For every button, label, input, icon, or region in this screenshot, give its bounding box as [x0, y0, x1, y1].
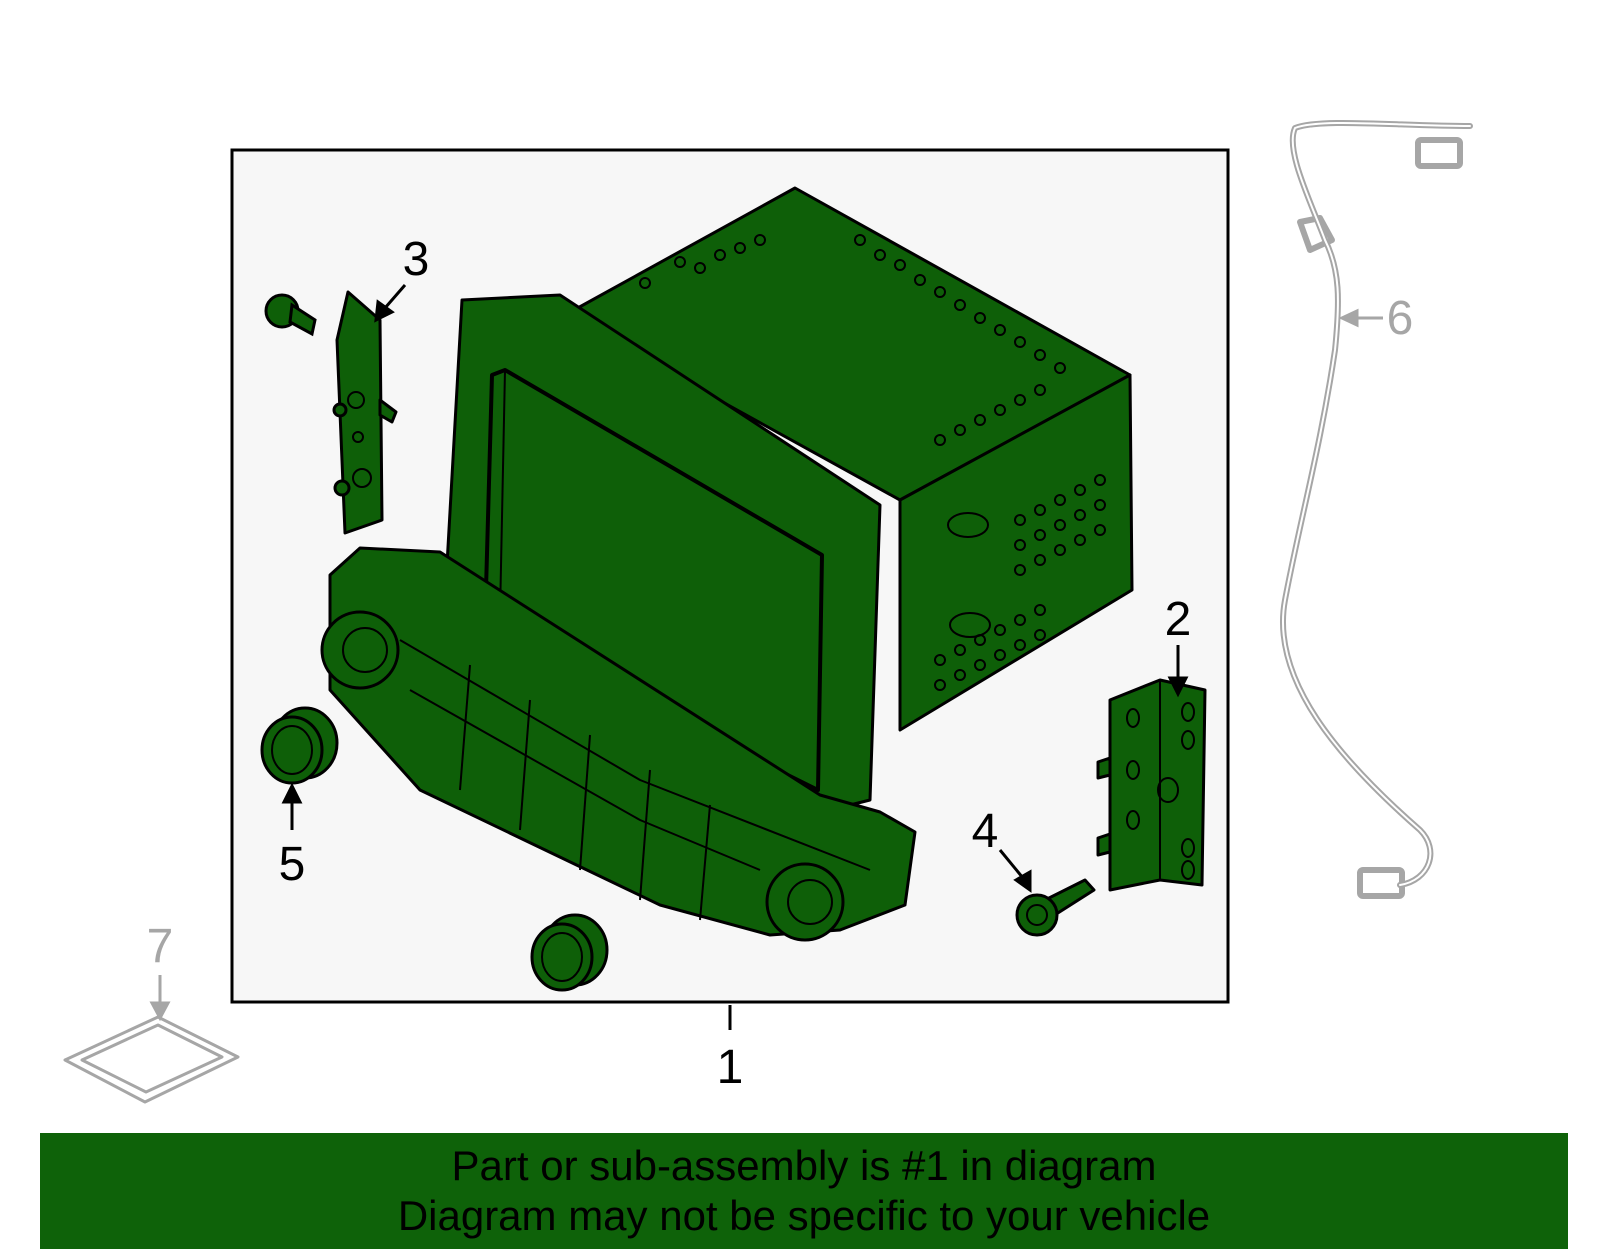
pad[interactable] [63, 1015, 240, 1104]
callout-3: 3 [403, 233, 430, 286]
left-bracket[interactable] [332, 290, 398, 535]
leader-lines-grey [149, 308, 1383, 1022]
knob-bottom[interactable] [530, 913, 609, 992]
info-banner: Part or sub-assembly is #1 in diagram Di… [40, 1133, 1568, 1249]
right-bracket[interactable] [1096, 678, 1207, 892]
bolt-top-left[interactable] [264, 293, 317, 337]
leader-lines [281, 284, 1189, 1030]
callout-6: 6 [1387, 292, 1414, 345]
callout-2: 2 [1165, 593, 1192, 646]
callout-7: 7 [147, 920, 174, 973]
screw[interactable] [1015, 878, 1096, 937]
knob-left[interactable] [260, 706, 339, 785]
callout-4: 4 [972, 805, 999, 858]
usb-cable[interactable] [1280, 119, 1473, 899]
banner-line-1: Part or sub-assembly is #1 in diagram [451, 1142, 1157, 1189]
usb-cable-inner [1282, 121, 1471, 886]
callout-1: 1 [717, 1041, 744, 1094]
callout-5: 5 [279, 838, 306, 891]
banner-line-2: Diagram may not be specific to your vehi… [397, 1192, 1211, 1239]
radio-display-unit[interactable] [320, 186, 1134, 942]
